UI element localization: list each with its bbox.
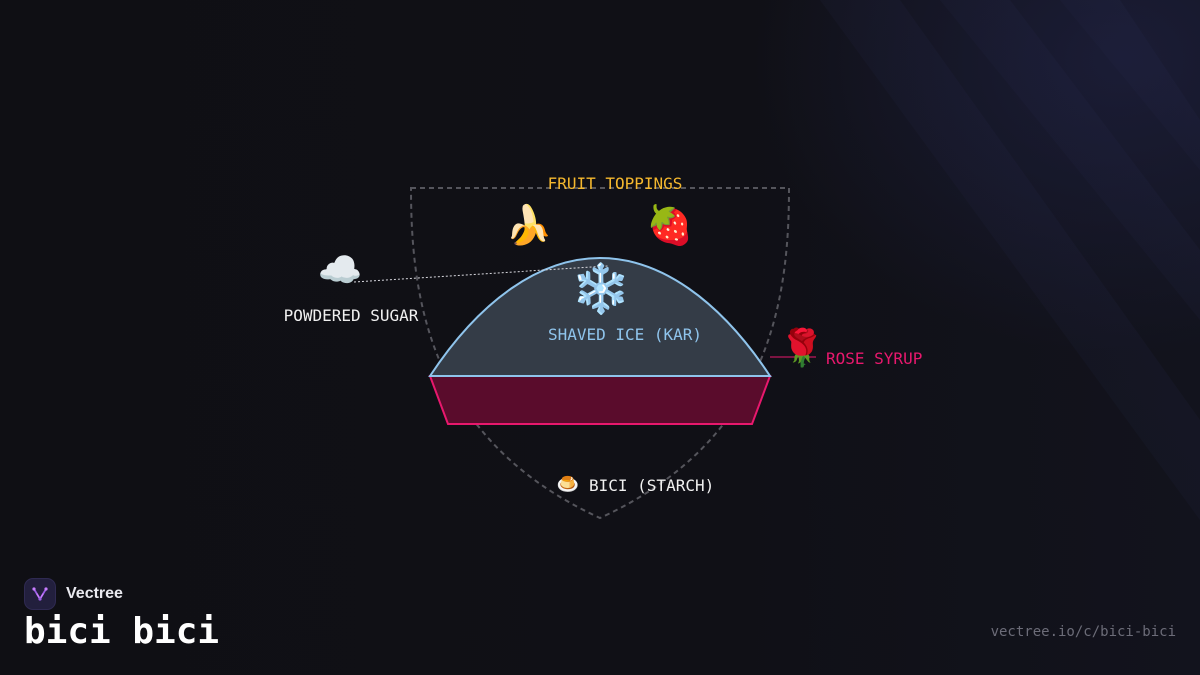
- shaved-ice-label: SHAVED ICE (KAR): [548, 325, 702, 344]
- rose-syrup-label: ROSE SYRUP: [826, 349, 922, 368]
- brand: Vectree: [24, 577, 123, 611]
- strawberry-icon: 🍓: [646, 203, 693, 247]
- page-title: bici bici: [24, 611, 220, 652]
- pudding-icon: 🍮: [557, 474, 579, 494]
- bici-label: BICI (STARCH): [589, 476, 714, 495]
- bowl-outline: [409, 187, 791, 520]
- fruit-toppings-label: FRUIT TOPPINGS: [548, 174, 683, 193]
- brand-name: Vectree: [66, 585, 123, 602]
- rose-syrup-layer: [428, 375, 772, 425]
- vectree-logo-icon: [24, 578, 56, 610]
- powdered-sugar-leader: [353, 265, 609, 283]
- banana-icon: 🍌: [505, 203, 552, 247]
- shaved-ice-mound: [428, 256, 772, 377]
- snowflake-icon: ❄️: [571, 261, 631, 316]
- footer-url-link[interactable]: vectree.io/c/bici-bici: [990, 624, 1176, 640]
- rose-icon: 🌹: [780, 326, 825, 368]
- cloud-icon: ☁️: [318, 250, 363, 290]
- powdered-sugar-label: POWDERED SUGAR: [284, 306, 419, 325]
